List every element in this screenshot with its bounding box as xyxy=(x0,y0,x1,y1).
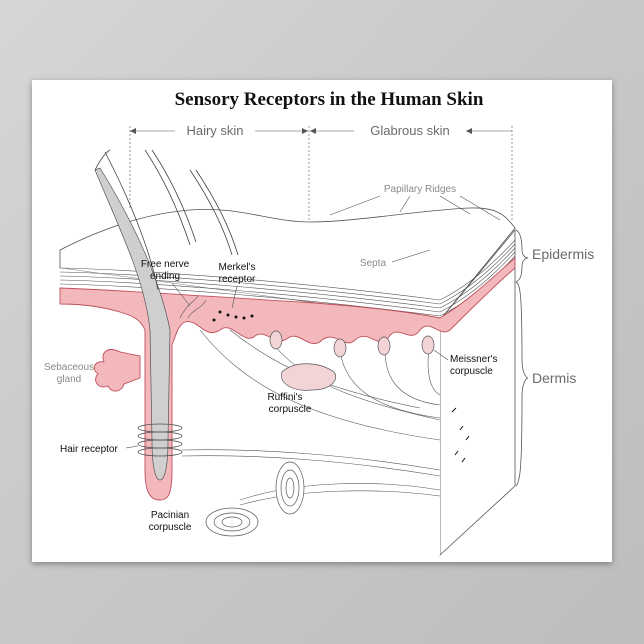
meissner-label-2: corpuscle xyxy=(450,366,493,377)
epidermis-label: Epidermis xyxy=(532,246,594,262)
pacinian-label-2: corpuscle xyxy=(149,522,192,533)
meissner-label-1: Meissner's xyxy=(450,354,497,365)
sebaceous-label-2: gland xyxy=(57,374,81,385)
hair-strand-3 xyxy=(189,169,233,256)
meissner-leader xyxy=(433,349,449,361)
right-face-marks xyxy=(451,407,470,463)
dermis-label: Dermis xyxy=(532,370,576,386)
papillary-ridges-leaders xyxy=(329,195,501,221)
glabrous-skin-label: Glabrous skin xyxy=(370,123,449,138)
region-brackets xyxy=(129,126,513,222)
hairy-skin-label: Hairy skin xyxy=(186,123,243,138)
meissner-corpuscles xyxy=(269,330,435,358)
pacinian-label-1: Pacinian xyxy=(151,510,189,521)
merkel-receptor xyxy=(212,310,254,322)
hair-receptor-coil xyxy=(137,423,183,457)
merkel-label-1: Merkel's xyxy=(219,262,256,273)
free-nerve-label-2: ending xyxy=(150,271,180,282)
sebaceous-gland xyxy=(93,349,141,392)
hair-shaft xyxy=(94,167,171,481)
diagram-title: Sensory Receptors in the Human Skin xyxy=(175,89,484,110)
free-nerve-leader xyxy=(171,282,191,307)
pacinian-corpuscles xyxy=(205,461,305,537)
skin-top-surface xyxy=(59,207,516,321)
hair-strand-2 xyxy=(144,149,191,246)
septa-label: Septa xyxy=(360,258,387,269)
merkel-leader xyxy=(231,285,238,309)
sebaceous-label-1: Sebaceous xyxy=(44,362,94,373)
merkel-label-2: receptor xyxy=(219,274,256,285)
hair-receptor-leader xyxy=(125,445,139,449)
ruffini-label-1: Ruffini's xyxy=(267,392,302,403)
ruffini-corpuscle xyxy=(281,363,336,391)
ruffini-label-2: corpuscle xyxy=(269,404,312,415)
epidermis-band xyxy=(59,257,516,501)
layer-braces xyxy=(515,229,529,487)
hair-strand xyxy=(94,149,111,171)
free-nerve-label-1: Free nerve xyxy=(141,259,190,270)
papillary-ridges-label: Papillary Ridges xyxy=(384,184,456,195)
hair-receptor-label: Hair receptor xyxy=(60,444,118,455)
septa-leader xyxy=(391,249,431,263)
free-nerve-ending xyxy=(179,295,207,319)
